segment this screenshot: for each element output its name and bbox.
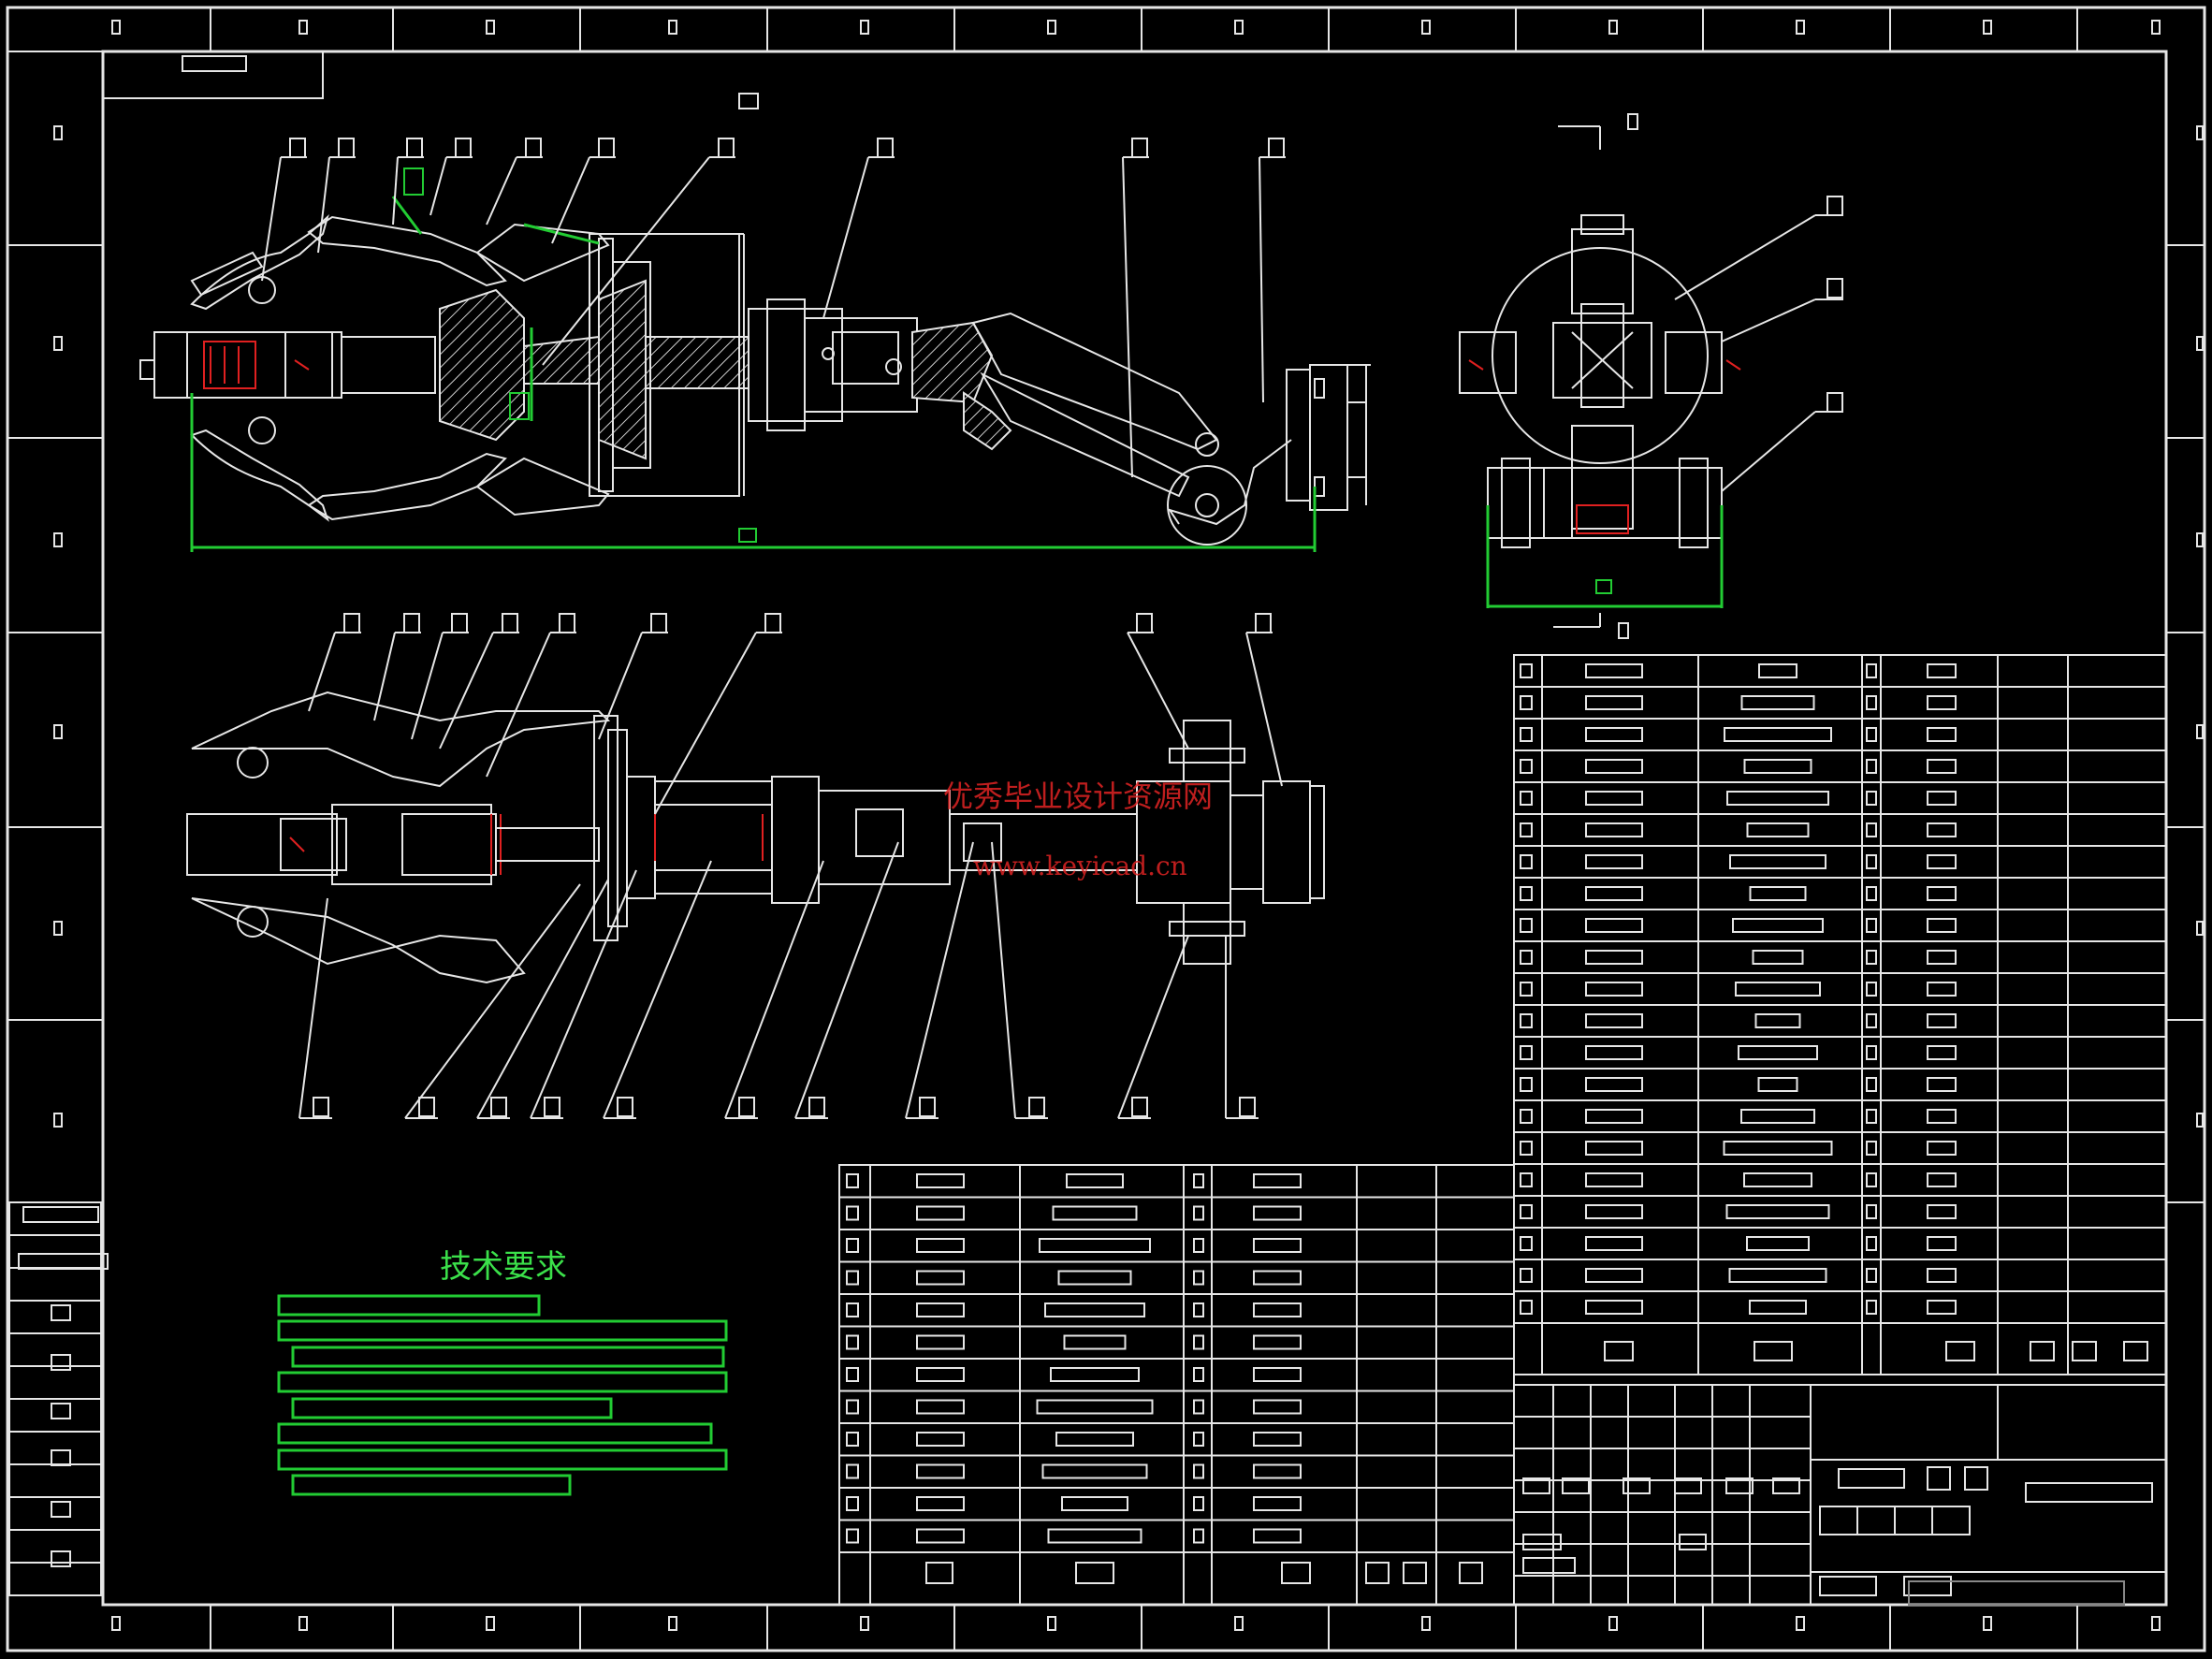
tech-requirements-heading: 技术要求 xyxy=(440,1248,567,1286)
parts-list-lower xyxy=(838,1164,1515,1606)
parts-list-right xyxy=(1513,654,2167,1375)
revision-strip xyxy=(8,1201,109,1596)
plan-view xyxy=(186,613,1325,1119)
watermark: 优秀毕业设计资源网 www.keyicad.cn xyxy=(943,779,1213,881)
watermark-url: www.keyicad.cn xyxy=(973,851,1187,881)
title-block xyxy=(1513,1384,2167,1606)
technical-requirements: 技术要求 xyxy=(277,1248,728,1496)
watermark-title: 优秀毕业设计资源网 xyxy=(943,779,1213,814)
front-view xyxy=(139,138,1371,552)
side-view xyxy=(1459,113,1843,639)
